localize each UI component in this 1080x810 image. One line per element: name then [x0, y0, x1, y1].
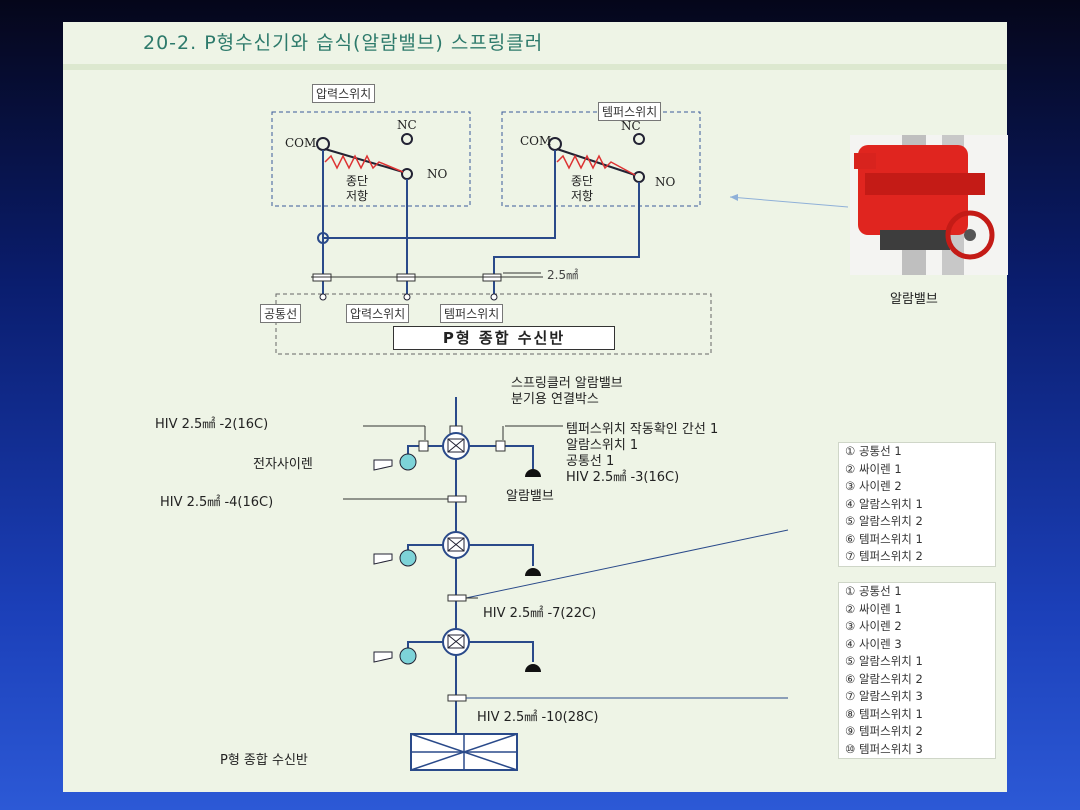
cable-label-5: HIV 2.5㎟ -10(28C)	[477, 710, 599, 725]
siren-2	[399, 549, 417, 567]
end-resistor-label-2a: 종단	[571, 174, 594, 188]
legend-item: ⑥ 알람스위치 2	[845, 671, 923, 686]
alarm-valve-photo	[850, 135, 1008, 275]
tamper-note-2: 알람스위치 1	[566, 438, 639, 453]
siren-3	[399, 647, 417, 665]
no-terminal-2	[633, 171, 645, 183]
end-resistor-label-1a: 종단	[346, 174, 369, 188]
pressure-switch-label: 압력스위치	[312, 84, 376, 103]
legend-item: ① 공통선 1	[845, 444, 902, 458]
legend-item: ⑦ 템퍼스위치 2	[845, 549, 923, 563]
slide: 20-2. P형수신기와 습식(알람밸브) 스프링클러	[63, 22, 1008, 792]
legend-item: ③ 사이렌 2	[845, 479, 902, 493]
alarm-valve-3	[525, 664, 541, 672]
wire-size-label: 2.5㎟	[547, 268, 579, 282]
legend-item: ⑨ 템퍼스위치 2	[845, 724, 923, 738]
end-resistor-label-1b: 저항	[346, 189, 369, 203]
legend-level-2: ① 공통선 1 ② 싸이렌 1 ③ 사이렌 2 ④ 사이렌 3 ⑤ 알람스위치 …	[838, 582, 996, 759]
legend-item: ⑧ 템퍼스위치 1	[845, 706, 923, 721]
end-resistor-2	[556, 154, 636, 176]
legend-item: ① 공통선 1	[845, 584, 902, 598]
slide-title: 20-2. P형수신기와 습식(알람밸브) 스프링클러	[143, 32, 544, 54]
legend-item: ② 싸이렌 1	[845, 601, 902, 616]
com-terminal-1	[316, 137, 330, 151]
legend-item: ③ 사이렌 2	[845, 619, 902, 633]
siren-label: 전자사이렌	[253, 457, 313, 472]
cable-label-2: HIV 2.5㎟ -3(16C)	[566, 470, 680, 485]
nc-label-2: NC	[621, 119, 641, 133]
legend-item: ④ 사이렌 3	[845, 636, 902, 651]
cable-label-4: HIV 2.5㎟ -7(22C)	[483, 606, 597, 621]
legend-item: ⑩ 템퍼스위치 3	[845, 741, 923, 756]
terminal-pressure: 압력스위치	[346, 304, 410, 323]
no-label-1: NO	[427, 167, 448, 181]
terminal-tamper: 템퍼스위치	[440, 304, 504, 323]
legend-item: ⑤ 알람스위치 2	[845, 514, 923, 528]
legend-item: ⑦ 알람스위치 3	[845, 689, 923, 703]
alarm-valve-2	[525, 568, 541, 576]
tamper-note-3: 공통선 1	[566, 454, 615, 469]
title-underline	[63, 64, 1007, 70]
siren-1	[399, 453, 417, 471]
junction-box-label-b: 분기용 연결박스	[511, 392, 599, 407]
alarm-valve-caption: 알람밸브	[890, 292, 938, 307]
tamper-note-1: 템퍼스위치 작동확인 간선 1	[566, 422, 719, 437]
legend-item: ② 싸이렌 1	[845, 461, 902, 476]
legend-item: ⑤ 알람스위치 1	[845, 654, 923, 668]
terminal-common: 공통선	[260, 304, 302, 323]
legend-item: ⑥ 템퍼스위치 1	[845, 531, 923, 546]
wiring-diagram	[271, 111, 849, 771]
pressure-switch-box	[271, 111, 471, 207]
no-label-2: NO	[655, 175, 676, 189]
photo-arrow	[729, 196, 849, 208]
no-terminal-1	[401, 168, 413, 180]
junction-box-label-a: 스프링클러 알람밸브	[511, 376, 623, 391]
com-label-1: COM	[285, 136, 317, 150]
com-label-2: COM	[520, 134, 552, 148]
nc-terminal-2	[633, 133, 645, 145]
cable-label-1: HIV 2.5㎟ -2(16C)	[155, 417, 269, 432]
cable-label-3: HIV 2.5㎟ -4(16C)	[160, 495, 274, 510]
nc-label-1: NC	[397, 118, 417, 132]
bottom-panel-label: P형 종합 수신반	[220, 753, 308, 768]
end-resistor-label-2b: 저항	[571, 189, 594, 203]
junction	[317, 232, 329, 244]
panel-label: P형 종합 수신반	[393, 326, 615, 350]
legend-level-1: ① 공통선 1 ② 싸이렌 1 ③ 사이렌 2 ④ 알람스위치 1 ⑤ 알람스위…	[838, 442, 996, 567]
end-resistor-1	[324, 154, 404, 173]
alarm-valve-label: 알람밸브	[506, 489, 554, 504]
tamper-switch-label: 템퍼스위치	[598, 102, 662, 121]
alarm-valve-1	[525, 469, 541, 477]
legend-item: ④ 알람스위치 1	[845, 496, 923, 511]
nc-terminal-1	[401, 133, 413, 145]
